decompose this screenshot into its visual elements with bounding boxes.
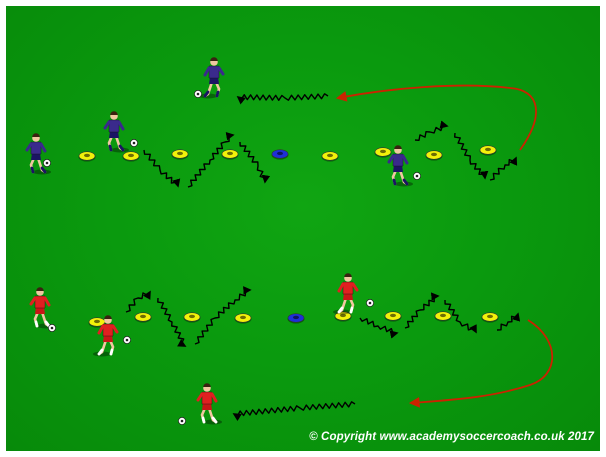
- yellow-cone-icon: [480, 146, 497, 156]
- zigzag-arrow-icon: [238, 94, 328, 101]
- soccer-ball-icon: [194, 90, 201, 97]
- copyright-text: © Copyright www.academysoccercoach.co.uk…: [309, 431, 594, 443]
- zigzag-arrow-icon: [405, 296, 438, 328]
- zigzag-arrow-icon: [234, 402, 355, 416]
- yellow-cone-icon: [375, 148, 392, 158]
- curved-arrow-icon: [411, 320, 552, 403]
- soccer-ball-icon: [178, 417, 185, 424]
- soccer-ball-icon: [130, 139, 137, 146]
- soccer-ball-icon: [123, 336, 130, 343]
- soccer-ball-icon: [48, 324, 55, 331]
- zigzag-arrow-icon: [455, 133, 485, 178]
- curved-arrow-icon: [338, 86, 536, 150]
- zigzag-arrow-icon: [188, 135, 233, 187]
- yellow-cone-icon: [235, 314, 252, 324]
- soccer-ball-icon: [366, 299, 373, 306]
- zigzag-arrow-icon: [158, 298, 185, 346]
- zigzag-arrow-icon: [240, 142, 266, 182]
- yellow-cone-icon: [322, 152, 339, 162]
- player-icon: [333, 273, 357, 314]
- player-icon: [31, 287, 55, 328]
- zigzag-arrow-icon: [415, 125, 447, 140]
- yellow-cone-icon: [79, 152, 96, 162]
- yellow-cone-icon: [385, 312, 402, 322]
- yellow-cone-icon: [222, 150, 239, 160]
- zigzag-arrow-icon: [126, 292, 150, 312]
- yellow-cone-icon: [435, 312, 452, 322]
- player-icon: [199, 57, 223, 98]
- soccer-ball-icon: [43, 159, 50, 166]
- soccer-ball-icon: [413, 172, 420, 179]
- blue-cone-icon: [288, 314, 305, 324]
- yellow-cone-icon: [172, 150, 189, 160]
- player-icon: [198, 383, 222, 424]
- player-icon: [27, 133, 51, 174]
- yellow-cone-icon: [135, 313, 152, 323]
- zigzag-arrow-icon: [497, 314, 518, 330]
- player-icon: [105, 111, 129, 152]
- yellow-cone-icon: [482, 313, 499, 323]
- yellow-cone-icon: [426, 151, 443, 161]
- player-icon: [389, 145, 413, 186]
- blue-cone-icon: [272, 150, 289, 160]
- yellow-cone-icon: [123, 152, 140, 162]
- zigzag-arrow-icon: [490, 158, 516, 180]
- yellow-cone-icon: [184, 313, 201, 323]
